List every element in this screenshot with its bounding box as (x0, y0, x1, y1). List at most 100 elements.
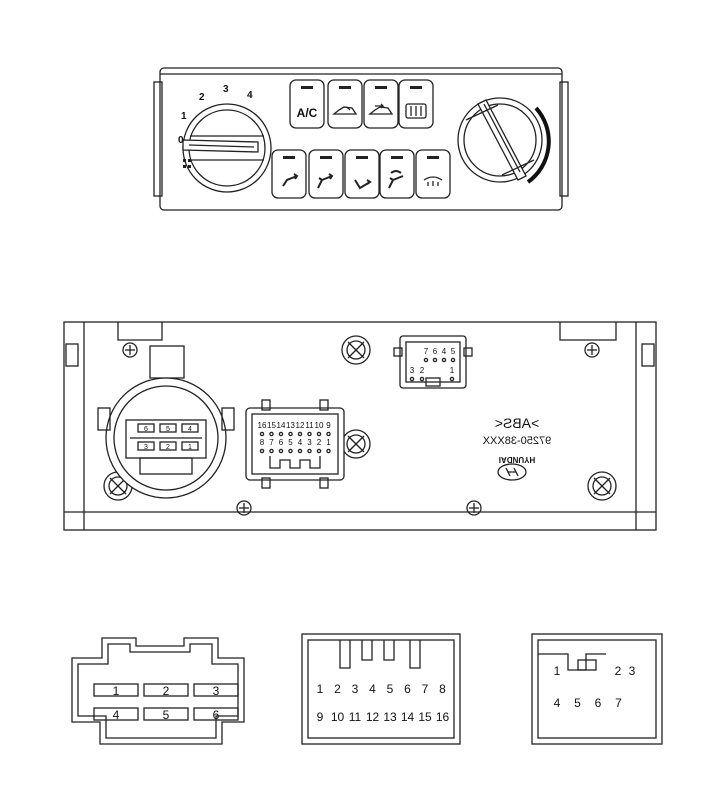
fan-label-0: 0 (178, 135, 184, 146)
round-pin-slot (159, 423, 177, 433)
terminal-label: 16 (436, 710, 450, 724)
round-pin-slot (159, 441, 177, 451)
front-control-panel: 0 1 2 3 4 A/C (153, 67, 569, 211)
terminal-slot (143, 707, 189, 721)
part-number: 97250-38XXX (482, 435, 551, 447)
terminal-label: 7 (615, 696, 622, 710)
pin-hole (307, 448, 312, 454)
pin-hole (297, 448, 303, 454)
pin-label: 2 (420, 366, 425, 375)
pin-label: 3 (307, 438, 312, 447)
pin-label: 3 (410, 366, 415, 375)
terminal-label: 6 (213, 708, 220, 722)
screw (584, 342, 600, 358)
terminal-slot (93, 707, 139, 721)
round-pin-slot (181, 441, 199, 451)
round-pin-label: 4 (188, 426, 192, 433)
round-pin-slot (137, 441, 155, 451)
terminal-label: 13 (383, 710, 397, 724)
pin-label: 15 (267, 421, 276, 430)
recirculation-icon (332, 106, 358, 115)
terminal-label: 4 (113, 708, 120, 722)
fan-label-3: 3 (223, 84, 229, 95)
pin-hole (423, 357, 429, 363)
round-pin-label: 1 (188, 444, 192, 451)
pin-label: 7 (424, 347, 429, 356)
pin-label: 14 (277, 421, 286, 430)
pin-hole (450, 357, 456, 363)
fresh-air-icon (368, 103, 394, 115)
fan-speed-knob[interactable] (182, 103, 272, 193)
round-pin-slot (137, 423, 155, 433)
pin-label: 9 (326, 421, 331, 430)
pin-label: 6 (279, 438, 284, 447)
terminal-label: 3 (213, 684, 220, 698)
temperature-knob[interactable] (457, 97, 551, 184)
pin-label: 10 (315, 421, 324, 430)
terminal-label: 4 (554, 696, 561, 710)
recirculation-button[interactable] (327, 79, 363, 129)
pin-label: 4 (442, 347, 447, 356)
defrost-icon (423, 176, 443, 186)
pin-hole (316, 448, 322, 454)
round-pin-label: 2 (166, 444, 170, 451)
pin-hole (278, 431, 284, 437)
pin-hole (432, 357, 438, 363)
round-pin-label: 3 (144, 444, 148, 451)
ac-button[interactable]: A/C (289, 79, 325, 129)
terminal-label: 6 (595, 696, 602, 710)
pin-label: 12 (296, 421, 305, 430)
pin-label: 7 (269, 438, 274, 447)
screw (466, 500, 482, 516)
terminal-label: 2 (163, 684, 170, 698)
pin-hole (326, 431, 331, 437)
terminal-label: 3 (629, 664, 636, 678)
pin-label: 5 (451, 347, 456, 356)
pin-hole (288, 448, 293, 454)
fresh-air-button[interactable] (363, 79, 399, 129)
pin-hole (441, 357, 447, 363)
pin-hole (269, 431, 274, 437)
fan-label-2: 2 (199, 92, 205, 103)
terminal-label: 15 (418, 710, 432, 724)
terminal-label: 14 (401, 710, 415, 724)
round-pin-label: 6 (144, 426, 148, 433)
pin-label: 1 (326, 438, 331, 447)
pin-hole (259, 448, 265, 454)
terminal-label: 5 (387, 682, 394, 696)
terminal-label: 1 (317, 682, 324, 696)
pin-hole (409, 376, 415, 382)
vent-floor-icon (354, 179, 372, 190)
terminal-label: 10 (331, 710, 345, 724)
pin-label: 13 (286, 421, 295, 430)
pin-hole (297, 431, 303, 437)
vent-face-button[interactable] (271, 149, 307, 199)
terminal-slot (193, 683, 239, 697)
rear-defrost-button[interactable] (398, 79, 434, 129)
vent-bi-level-button[interactable] (308, 149, 344, 199)
terminal-label: 2 (615, 664, 622, 678)
screw (122, 342, 138, 358)
terminal-label: 9 (317, 710, 324, 724)
terminal-label: 5 (163, 708, 170, 722)
vent-floor-defrost-button[interactable] (379, 149, 415, 199)
defrost-button[interactable] (415, 149, 451, 199)
vent-floor-button[interactable] (344, 149, 380, 199)
vent-face-icon (282, 173, 299, 187)
vent-bi-level-icon (317, 173, 334, 189)
rear-label-block: >ABS< 97250-38XXX (482, 415, 551, 447)
pin-label: 11 (305, 421, 314, 430)
terminal-label: 6 (404, 682, 411, 696)
